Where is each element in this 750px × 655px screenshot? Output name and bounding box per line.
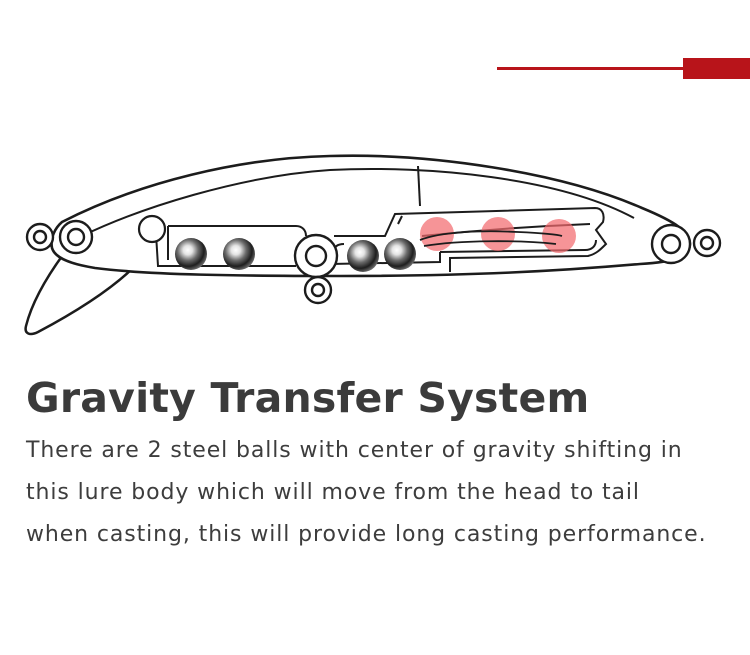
head-bulkhead [137, 214, 167, 244]
section-title: Gravity Transfer System [26, 374, 590, 422]
accent-line [497, 67, 687, 70]
accent-block [683, 58, 750, 79]
description-line: There are 2 steel balls with center of g… [26, 438, 683, 463]
lure-diagram [24, 154, 722, 336]
tail-hook-eyelet [650, 223, 722, 265]
belly-hook-hanger [293, 233, 339, 305]
description-line: this lure body which will move from the … [26, 480, 640, 505]
diving-lip [24, 251, 134, 336]
lure-body-outline [50, 154, 692, 278]
description-text: There are 2 steel balls with center of g… [26, 430, 741, 556]
description-line: when casting, this will provide long cas… [26, 522, 707, 547]
line-tie-eyelet [25, 219, 94, 255]
dorsal-divider [417, 165, 421, 207]
transfer-rails [419, 230, 563, 247]
lure-body-inner-line [81, 168, 635, 237]
steel-balls [175, 238, 416, 272]
